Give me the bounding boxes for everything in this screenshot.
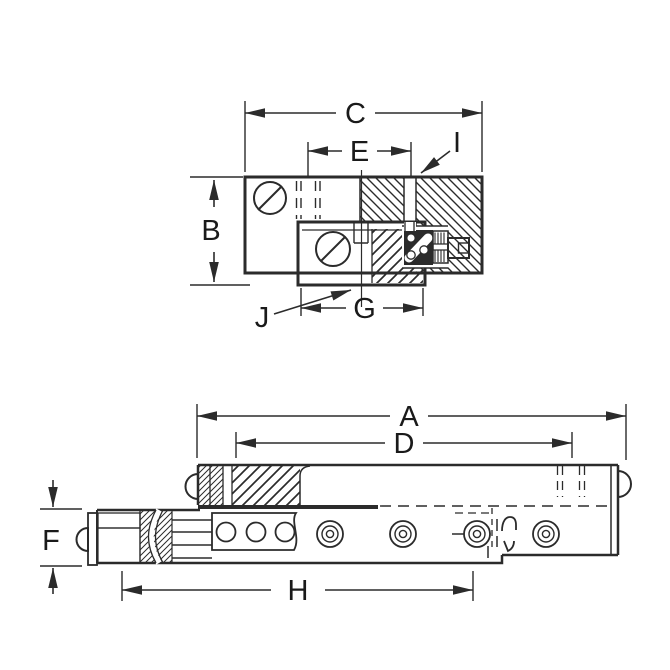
dim-d: D: [235, 428, 573, 460]
carriage-screw-head: [315, 231, 351, 267]
bearing-assembly: [402, 222, 470, 269]
callout-i: I: [420, 127, 461, 174]
dim-e: E: [307, 136, 412, 176]
bumper-left-base-slide: [75, 526, 89, 553]
set-screw: [447, 237, 470, 259]
ball: [406, 233, 416, 243]
cover-screw-head: [253, 181, 287, 215]
dim-label-a: A: [399, 401, 419, 433]
side-view: A D F H: [40, 401, 632, 607]
through-hole: [245, 521, 267, 543]
hidden-holes-right: [556, 466, 586, 497]
dim-label-h: H: [288, 575, 309, 607]
top-slide: [198, 465, 618, 555]
dim-g: G: [300, 288, 424, 325]
body-hatch-upper: [360, 177, 404, 222]
end-block-hatch: [232, 465, 300, 505]
way-lines: [172, 519, 212, 559]
button-screws: [316, 520, 560, 548]
dim-a: A: [196, 401, 627, 460]
hidden-hole-lines: [295, 181, 321, 219]
through-hole: [274, 521, 296, 543]
hidden-detent-detail: [452, 508, 517, 558]
section-view: C E I B G J: [190, 98, 484, 334]
dim-label-j: J: [255, 302, 270, 334]
callout-j: J: [255, 289, 352, 334]
hole-plate: [211, 512, 298, 551]
dim-label-c: C: [345, 98, 366, 130]
dim-c: C: [244, 98, 483, 172]
end-plate: [87, 512, 98, 566]
dim-label-b: B: [201, 215, 220, 247]
through-hole: [215, 521, 237, 543]
ball: [419, 245, 429, 255]
bumper-left-top-slide: [184, 472, 199, 501]
dim-label-g: G: [353, 293, 376, 325]
dim-label-i: I: [453, 127, 461, 159]
dim-f: F: [40, 480, 82, 594]
dim-b: B: [190, 176, 250, 286]
dim-label-e: E: [350, 136, 369, 168]
ball: [406, 250, 416, 260]
dim-label-f: F: [42, 525, 60, 557]
dim-label-d: D: [394, 428, 415, 460]
dim-h: H: [121, 571, 474, 607]
bumper-right-top-slide: [617, 469, 632, 499]
